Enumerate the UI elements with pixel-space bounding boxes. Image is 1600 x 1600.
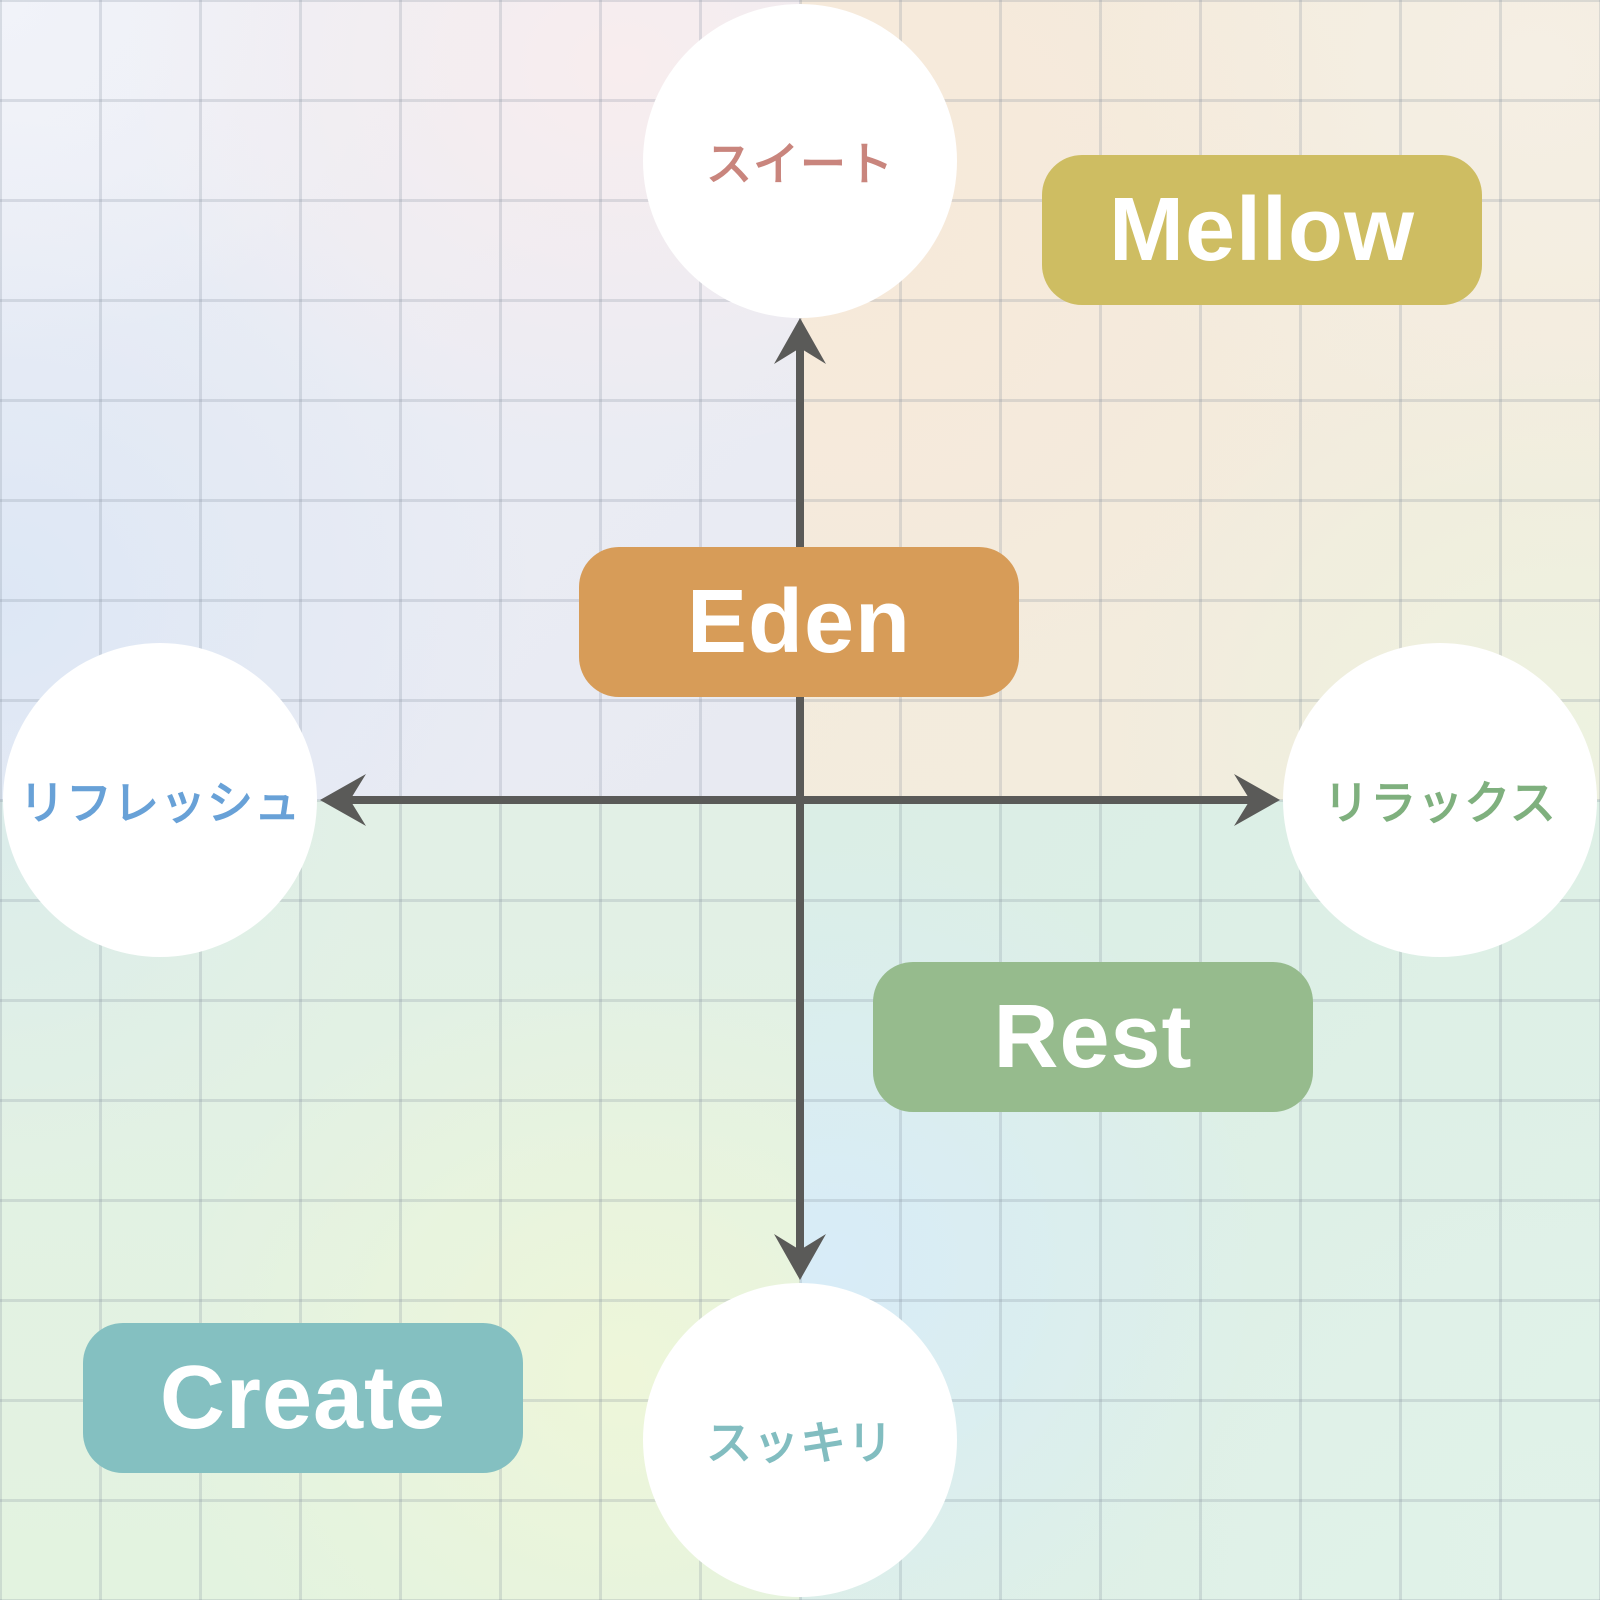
arrowhead-right-icon (1234, 774, 1280, 826)
zone-label-mellow: Mellow (1108, 179, 1415, 280)
arrowhead-left-icon (320, 774, 366, 826)
axis-label-right: リラックス (1323, 777, 1557, 829)
zone-pill-create: Create (83, 1323, 523, 1473)
axis-node-right: リラックス (1283, 643, 1597, 957)
axis-group (320, 318, 1280, 1280)
axis-label-left: リフレッシュ (19, 777, 301, 829)
zone-label-create: Create (159, 1347, 447, 1448)
axis-node-left: リフレッシュ (3, 643, 317, 957)
zone-pill-rest: Rest (873, 962, 1313, 1112)
axis-label-bottom: スッキリ (706, 1417, 894, 1469)
zone-label-rest: Rest (993, 986, 1193, 1087)
arrowhead-up-icon (774, 318, 826, 364)
zone-pill-mellow: Mellow (1042, 155, 1482, 305)
axis-node-top: スイート (643, 4, 957, 318)
arrowhead-down-icon (774, 1234, 826, 1280)
axis-label-top: スイート (706, 138, 894, 190)
zone-pill-eden: Eden (579, 547, 1019, 697)
horizontal-axis-line (350, 796, 1250, 804)
axis-node-bottom: スッキリ (643, 1283, 957, 1597)
zone-label-eden: Eden (686, 571, 912, 672)
